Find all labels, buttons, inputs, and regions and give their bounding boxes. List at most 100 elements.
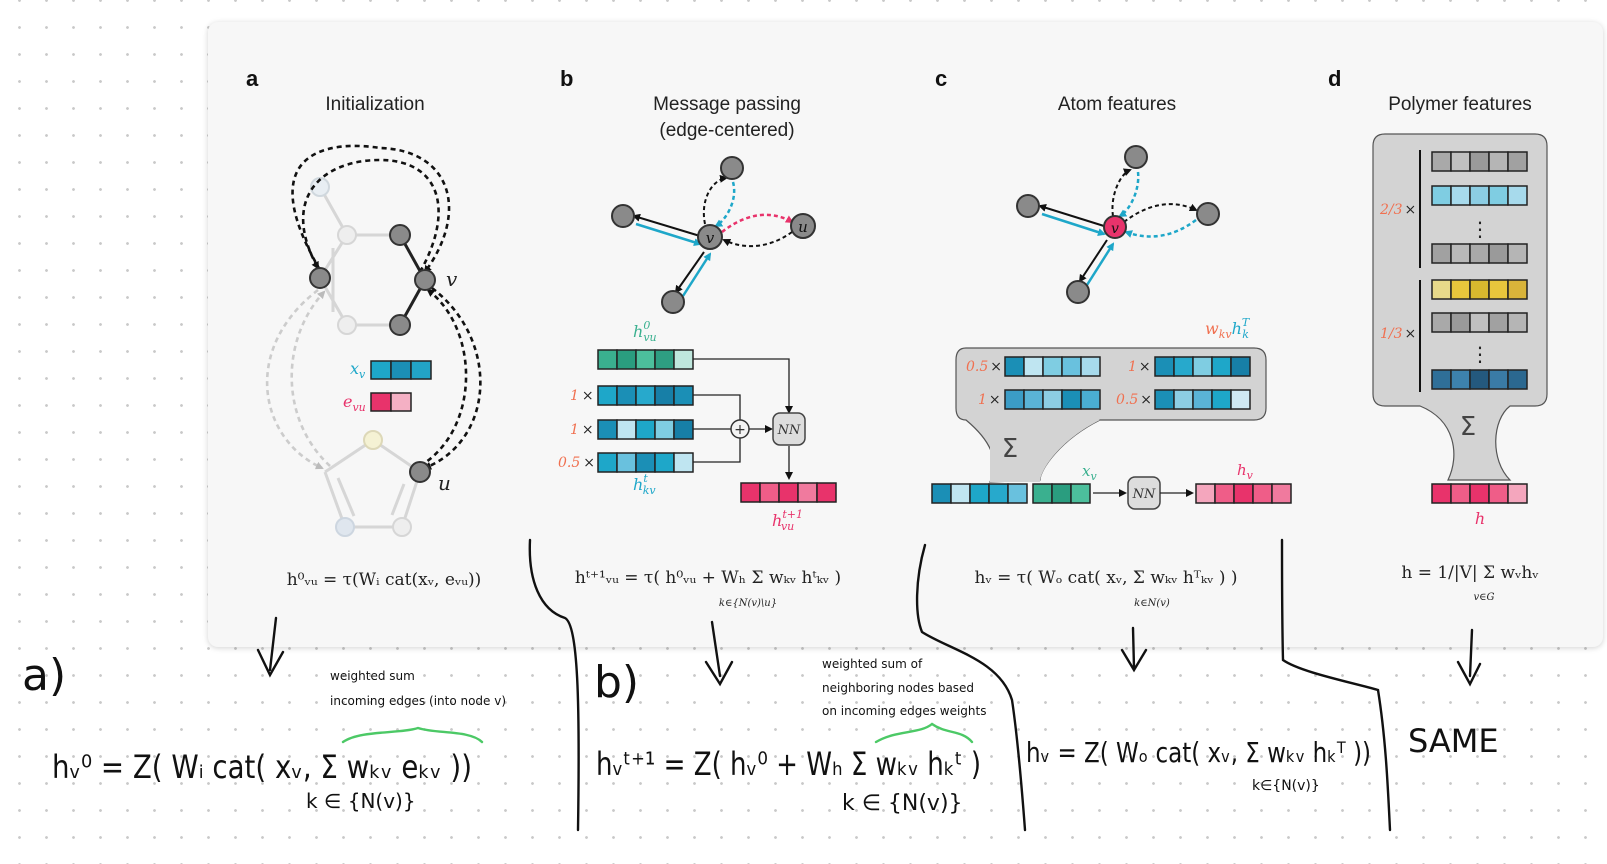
handwritten-arrow [1456,628,1482,687]
handwritten-annotations [256,538,1482,832]
x-v-label: xv [350,359,366,381]
handwritten-divider [528,538,580,832]
faded-atom [335,517,355,537]
handwritten-label-a: a) [22,650,66,701]
atom-node [389,224,411,246]
node-v [697,224,723,250]
neighbor-node [720,156,744,180]
handwritten-label-b: b) [594,657,639,708]
monomer-vector [1431,243,1528,264]
atom-node [389,314,411,336]
panel-c-title: Atom features [1058,94,1176,115]
aggregated-vector [931,483,1028,504]
polymer-aggregation-box [1372,133,1548,481]
faded-dashed-arrow [265,288,324,470]
node-v-label: v [706,229,715,247]
x-v-label: xv [1082,462,1097,483]
equation-c: hᵥ = τ( Wₒ cat( xᵥ, Σ wₖᵥ hᵀₖᵥ ) ) [974,568,1237,588]
neighbor-node [1124,145,1148,169]
dashed-edge-arrow [702,174,728,225]
handwritten-index-a: k ∈ {N(v)} [306,789,416,813]
faded-atom [392,517,412,537]
nn-label: NN [777,423,801,438]
faded-atom [337,225,357,245]
node-v [1103,215,1127,239]
equation-a: h⁰ᵥᵤ = τ(Wᵢ cat(xᵥ, eᵥᵤ)) [287,570,482,590]
node-v-label: v [446,267,458,291]
panel-d: d Polymer features 2/3× 1/3× ⋮ [1328,66,1548,603]
equation-d: h = 1/|V| Σ wᵥhᵥ [1401,563,1539,583]
e-vu-label: evu [343,392,366,414]
hkv-vector [597,385,694,406]
node-u-label: u [798,218,808,236]
incoming-edge-arrow [681,252,712,297]
dashed-incoming-arrow [1124,218,1197,238]
neighbor-node [1196,202,1220,226]
dashed-edge-arrow [1111,168,1132,217]
weighted-hidden-vector [1004,389,1101,410]
edge-arrow [674,251,705,294]
handwritten-arrow [1120,626,1148,673]
hv-vector [1195,483,1292,504]
monomer-vector [1431,151,1528,172]
dashed-incoming-arrow [714,181,736,228]
monomer-vector [1431,369,1528,390]
sum-symbol: Σ [1460,412,1476,442]
panel-b: b Message passing (edge-centered) v u h0… [558,66,841,609]
coef-label: 1× [570,422,594,438]
panel-b-letter: b [560,66,573,91]
handwritten-same: SAME [1408,722,1499,760]
handwritten-divider [915,543,1027,832]
coef-label: 0.5× [966,359,1002,375]
neighbor-node [661,290,685,314]
edge-arrow [632,213,701,237]
incoming-edge-arrow [1041,212,1106,236]
dashed-message-arrow [721,213,794,233]
figure-panel [208,22,1603,647]
node-v-label: v [1111,221,1119,237]
handwritten-formula-b: hᵥᵗ⁺¹ = Z( hᵥ⁰ + Wₕ Σ wₖᵥ hₖᵗ ) [596,745,981,783]
sum-symbol: Σ [1002,434,1018,464]
handwritten-divider [1280,538,1392,832]
aggregation-funnel [990,420,1100,482]
fraction-label: 1/3× [1380,326,1416,342]
handwritten-note-a1: weighted sum [330,669,415,683]
dashed-edge-arrow [1123,203,1198,223]
equation-b: hᵗ⁺¹ᵥᵤ = τ( h⁰ᵥᵤ + Wₕ Σ wₖᵥ hᵗₖᵥ ) [575,568,841,588]
monomer-vector [1431,279,1528,300]
monomer-vector [1431,185,1528,206]
polymer-h-label: h [1475,509,1485,528]
panel-b-title-line2: (edge-centered) [659,120,794,141]
coef-label: 1× [570,388,594,404]
green-brace [341,726,484,744]
handwritten-note-b1: weighted sum of [822,657,923,671]
e-vu-vector [370,392,412,412]
fraction-label: 2/3× [1379,202,1416,218]
handwritten-note-b2: neighboring nodes based [822,681,974,695]
handwritten-note-a2: incoming edges (into node v) [330,694,506,708]
node-u-label: u [438,471,451,495]
neighbor-node [1016,194,1040,218]
equation-b-index: k∈{N(v)\u} [719,598,777,609]
atom-node-v [414,269,436,291]
faded-atom [310,177,330,197]
edge-arrow [1078,239,1108,283]
panel-a-title: Initialization [325,94,424,115]
weighted-hidden-vector [1004,356,1101,377]
coef-label: 1× [978,392,1001,408]
nn-label: NN [1132,487,1156,502]
incoming-edge-arrow [635,222,702,247]
hkv-vector [597,452,694,473]
output-vector [740,482,837,503]
coef-label: 0.5× [558,455,595,471]
monomer-vector [1431,312,1528,333]
plus-sign: + [734,422,746,438]
weighted-hidden-vector [1154,389,1251,410]
equation-d-index: v∈G [1473,592,1494,603]
